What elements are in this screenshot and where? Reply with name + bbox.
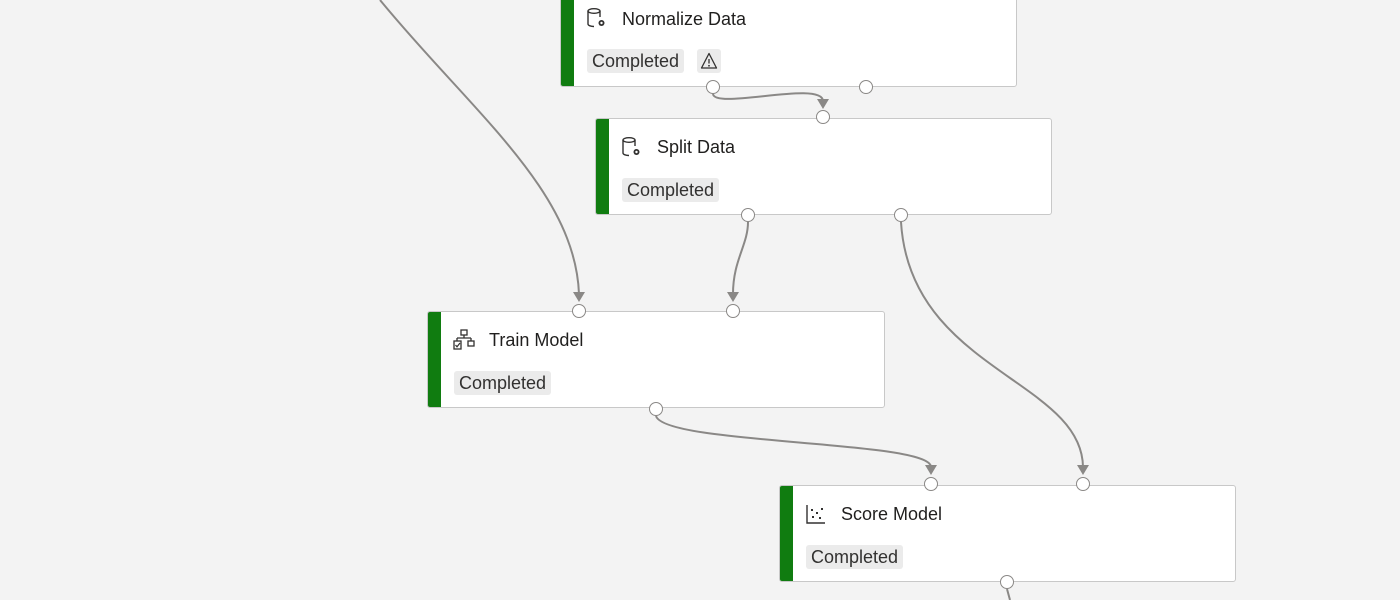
data-transform-icon (587, 8, 605, 28)
edge-arrow (925, 465, 937, 475)
status-badge: Completed (587, 49, 685, 73)
edge-split-to-score (900, 221, 1084, 468)
input-port[interactable] (816, 110, 830, 124)
status-badge: Completed (454, 371, 552, 395)
train-model-icon (453, 329, 475, 350)
edge-arrow (1077, 465, 1089, 475)
edge-arrow (573, 292, 585, 302)
data-transform-icon (622, 137, 640, 157)
module-title: Normalize Data (622, 9, 747, 29)
score-model-icon (806, 505, 825, 524)
edge-input-to-train (379, 0, 580, 295)
edge-arrow (727, 292, 739, 302)
warning-icon[interactable] (697, 49, 721, 73)
status-bar (561, 0, 574, 86)
output-port[interactable] (1000, 575, 1014, 589)
status-bar (780, 486, 793, 581)
output-port[interactable] (741, 208, 755, 222)
edge-normalize-to-split (712, 92, 824, 102)
input-port[interactable] (1076, 477, 1090, 491)
edge-split-to-train (732, 221, 749, 295)
module-train-model[interactable]: Train Model Completed (427, 311, 885, 408)
status-badge: Completed (622, 178, 720, 202)
module-title: Split Data (657, 137, 736, 157)
output-port[interactable] (649, 402, 663, 416)
edge-score-output (1006, 588, 1011, 600)
edge-arrow (817, 99, 829, 109)
status-badge: Completed (806, 545, 904, 569)
module-split-data[interactable]: Split Data Completed (595, 118, 1052, 215)
output-port[interactable] (706, 80, 720, 94)
output-port[interactable] (859, 80, 873, 94)
input-port[interactable] (924, 477, 938, 491)
input-port[interactable] (726, 304, 740, 318)
edge-train-to-score (655, 415, 932, 468)
module-title: Train Model (489, 330, 584, 350)
output-port[interactable] (894, 208, 908, 222)
module-title: Score Model (841, 504, 943, 524)
module-normalize-data[interactable]: Normalize Data Completed (560, 0, 1017, 87)
module-score-model[interactable]: Score Model Completed (779, 485, 1236, 582)
status-bar (428, 312, 441, 407)
status-bar (596, 119, 609, 214)
input-port[interactable] (572, 304, 586, 318)
